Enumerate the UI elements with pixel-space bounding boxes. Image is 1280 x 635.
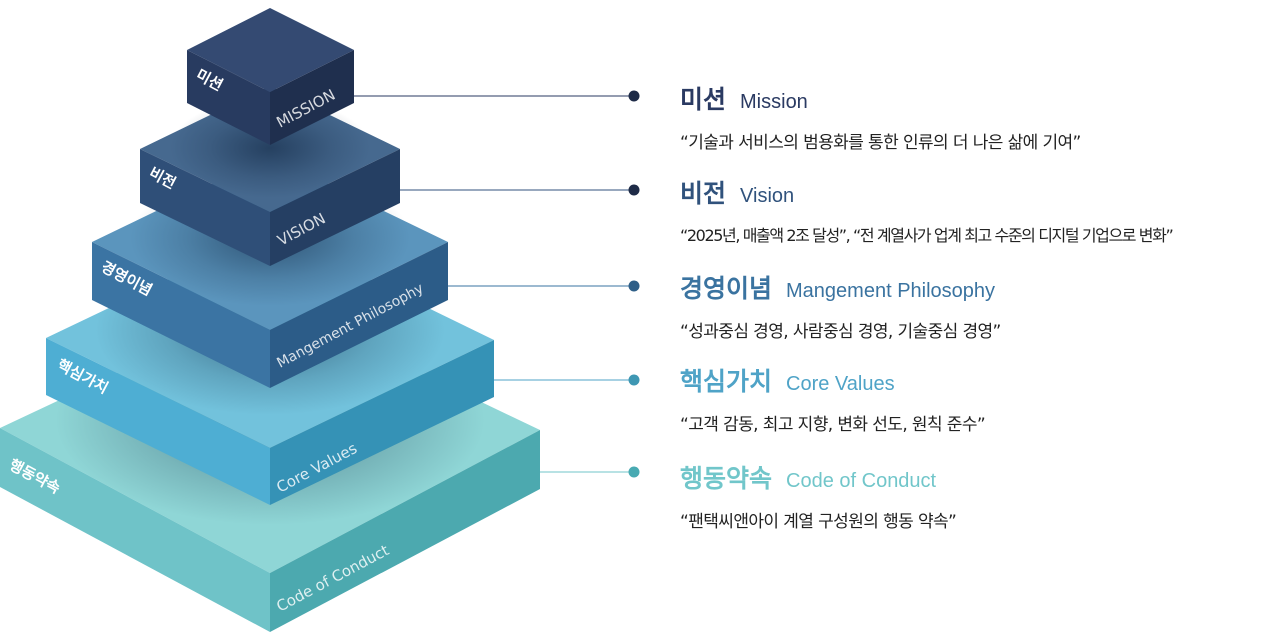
conduct-title-kr: 행동약속 — [680, 464, 773, 493]
connector-lines — [354, 90, 640, 478]
connector-conduct-dot — [628, 466, 640, 478]
pyramid-level-vision: 비전 VISION — [140, 86, 400, 266]
row-vision: 비전 Vision “2025년, 매출액 2조 달성”, “전 계열사가 업계 … — [680, 174, 1174, 246]
level-vision-shadow — [170, 98, 370, 198]
level-mission-right-face — [270, 50, 354, 145]
mission-title-kr: 미션 — [680, 85, 727, 114]
mission-description: “기술과 서비스의 범용화를 통한 인류의 더 나은 삶에 기여” — [680, 133, 1081, 153]
level-conduct-right-face — [270, 430, 540, 632]
conduct-title-en: Code of Conduct — [786, 470, 937, 492]
core-title-en: Core Values — [786, 373, 895, 395]
row-core: 핵심가치 Core Values “고객 감동, 최고 지향, 변화 선도, 원칙… — [680, 362, 986, 435]
vision-title-kr: 비전 — [680, 179, 727, 208]
level-philosophy-left-face — [92, 242, 270, 388]
level-vision-right-face — [270, 149, 400, 266]
mission-title-en: Mission — [740, 91, 808, 113]
connector-vision-dot — [628, 184, 640, 196]
philosophy-title-kr: 경영이념 — [680, 274, 773, 303]
connector-core-dot — [628, 374, 640, 386]
level-mission-top — [187, 8, 354, 92]
row-mission: 미션 Mission “기술과 서비스의 범용화를 통한 인류의 더 나은 삶에 … — [680, 80, 1081, 153]
philosophy-title-en: Mangement Philosophy — [786, 280, 996, 302]
level-core-left-face — [46, 338, 270, 505]
connector-philosophy-dot — [628, 280, 640, 292]
level-vision-left-face — [140, 149, 270, 266]
core-description: “고객 감동, 최고 지향, 변화 선도, 원칙 준수” — [680, 415, 986, 435]
level-philosophy-right-face — [270, 242, 448, 388]
level-core-right-face — [270, 340, 494, 505]
philosophy-description: “성과중심 경영, 사람중심 경영, 기술중심 경영” — [680, 322, 1001, 342]
row-vision-title: 비전 Vision — [680, 174, 1172, 210]
row-philosophy-title: 경영이념 Mangement Philosophy — [680, 269, 1001, 305]
vision-description: “2025년, 매출액 2조 달성”, “전 계열사가 업계 최고 수준의 디지… — [680, 226, 1174, 245]
row-mission-title: 미션 Mission — [680, 80, 1081, 116]
pyramid-level-mission: 미션 MISSION — [187, 8, 354, 145]
row-core-title: 핵심가치 Core Values — [680, 362, 985, 398]
connector-mission-dot — [628, 90, 640, 102]
core-title-kr: 핵심가치 — [680, 367, 773, 396]
vision-title-en: Vision — [740, 185, 795, 207]
row-philosophy: 경영이념 Mangement Philosophy “성과중심 경영, 사람중심 … — [680, 269, 1001, 342]
row-conduct-title: 행동약속 Code of Conduct — [680, 459, 956, 495]
level-mission-left-face — [187, 50, 270, 145]
conduct-description: “팬택씨앤아이 계열 구성원의 행동 약속” — [680, 512, 957, 532]
row-conduct: 행동약속 Code of Conduct “팬택씨앤아이 계열 구성원의 행동 약… — [680, 459, 957, 532]
level-conduct-left-face — [0, 428, 270, 632]
